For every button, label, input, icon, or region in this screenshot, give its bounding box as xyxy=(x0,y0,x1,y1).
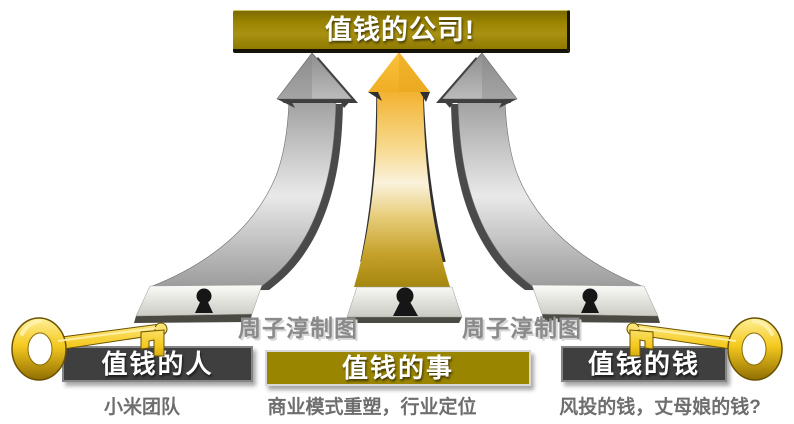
left-wing-notch-r xyxy=(339,99,352,108)
middle-wing-notch-r xyxy=(420,92,430,102)
middle-gold-arrow xyxy=(346,52,463,323)
heading-valuable-money: 值钱的钱 xyxy=(561,346,727,382)
keyhole-icon xyxy=(393,287,418,316)
left-silver-arrow xyxy=(134,52,358,323)
right-silver-arrow xyxy=(435,52,661,324)
heading-valuable-people: 值钱的人 xyxy=(62,346,253,382)
subtitle-people: 小米团队 xyxy=(103,397,180,418)
middle-base-front-edge xyxy=(347,317,462,323)
left-wing-notch-l xyxy=(277,99,295,108)
subtitle-business: 商业模式重塑，行业定位 xyxy=(267,397,477,418)
title-banner: 值钱的公司! xyxy=(233,10,570,53)
left-base-front-edge xyxy=(134,314,252,323)
keyhole-icon xyxy=(195,288,213,313)
left-arrow-ribbon xyxy=(149,99,337,288)
subtitle-money: 风投的钱，丈母娘的钱? xyxy=(559,397,761,418)
heading-valuable-business: 值钱的事 xyxy=(265,350,531,386)
middle-arrow-body xyxy=(354,92,450,287)
middle-arrowhead-fold xyxy=(399,52,430,92)
left-arrowhead-fold xyxy=(277,53,312,99)
watermark-left: 周子淳制图 xyxy=(238,315,358,341)
left-arrowhead xyxy=(276,52,353,100)
watermark-right: 周子淳制图 xyxy=(462,315,582,341)
middle-wing-notch-l xyxy=(368,92,382,101)
